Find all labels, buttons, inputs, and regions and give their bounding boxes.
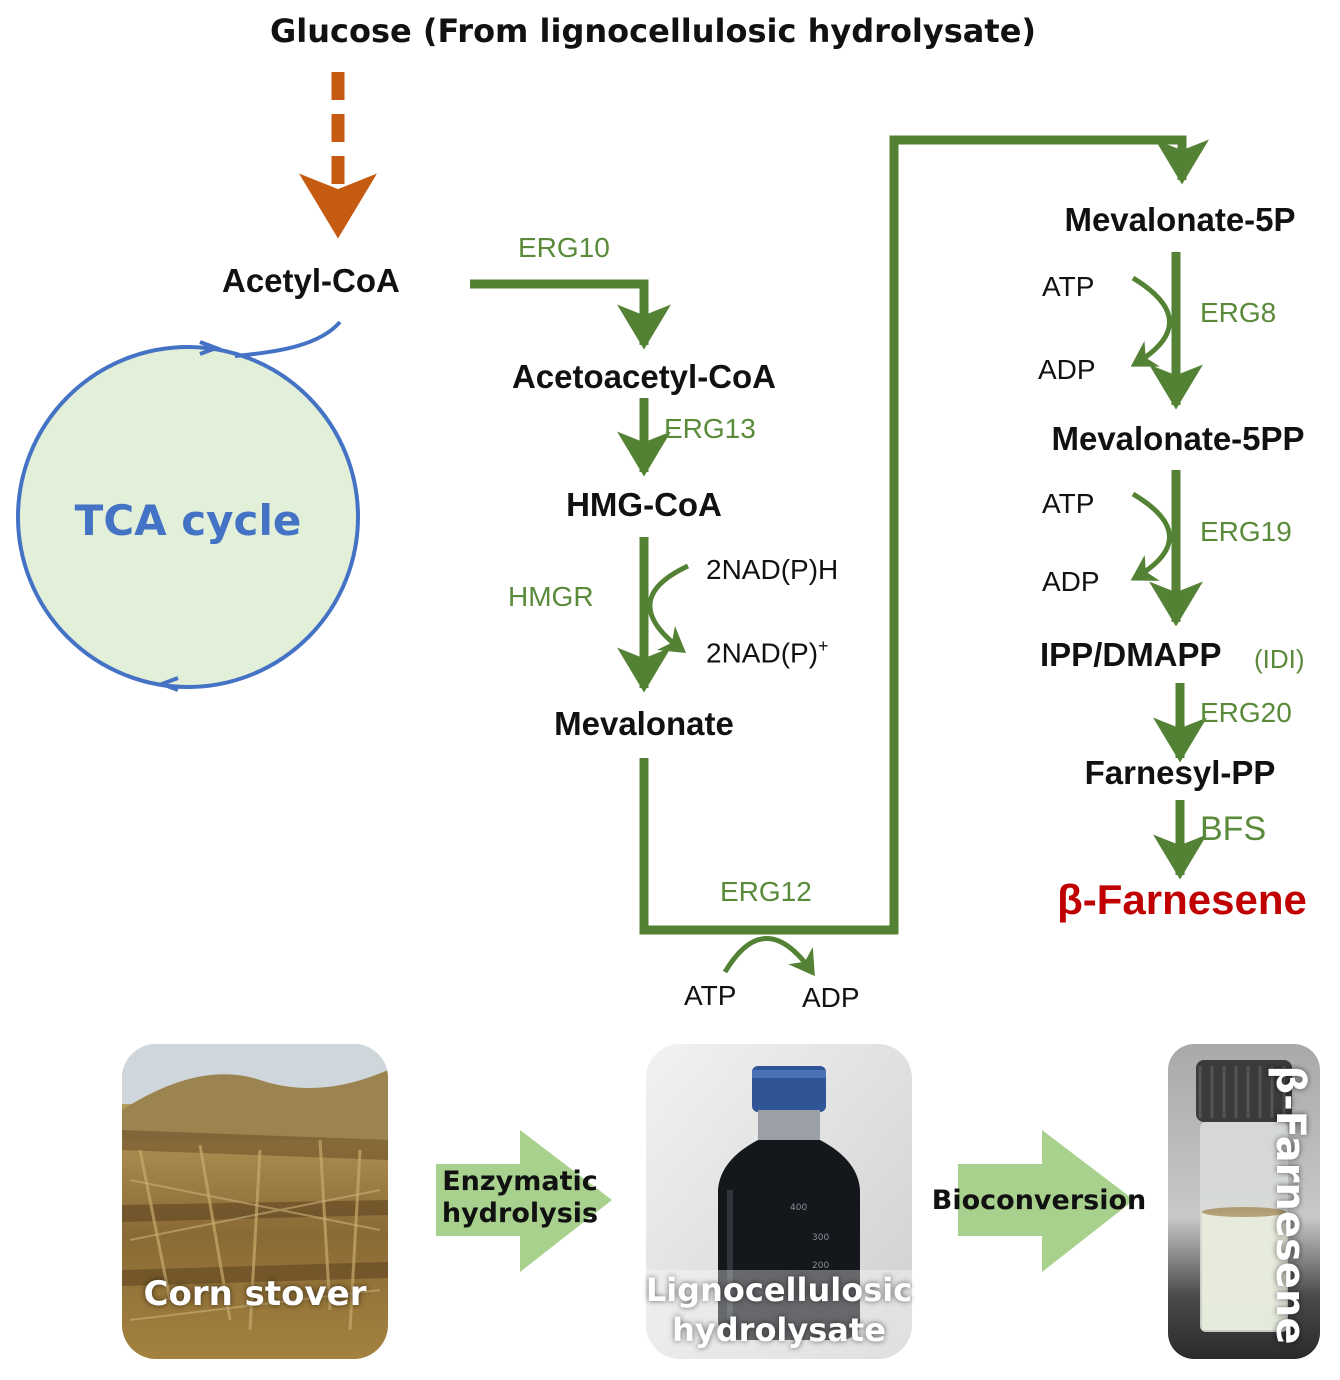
process-arrow-2 (958, 1130, 1134, 1272)
cofactor-atp-erg19: ATP (1042, 488, 1095, 519)
cofactor-adp-erg8: ADP (1038, 354, 1096, 385)
atp-curve-erg12 (722, 936, 815, 977)
svg-text:300: 300 (812, 1233, 829, 1243)
arrow-erg10 (470, 279, 671, 350)
arrow-erg12 (639, 135, 1209, 935)
cofactor-nadp-text: 2NAD(P) (706, 637, 819, 669)
product-beta-farnesene: β-Farnesene (1057, 876, 1307, 923)
enzyme-erg13: ERG13 (664, 413, 756, 444)
svg-text:200: 200 (812, 1261, 829, 1271)
tca-arrow-bottom (156, 676, 179, 692)
metabolite-acetyl-coa: Acetyl-CoA (222, 262, 400, 299)
caption-hydrolysate: Lignocellulosic hydrolysate (632, 1270, 926, 1350)
cofactor-nadp: 2NAD(P)+ (706, 636, 829, 669)
cofactor-atp-erg12: ATP (684, 980, 737, 1011)
enzyme-erg20: ERG20 (1200, 697, 1292, 728)
cofactor-adp-erg19: ADP (1042, 566, 1100, 597)
metabolite-ipp-dmapp: IPP/DMAPP (1040, 636, 1222, 673)
nadph-curve (647, 563, 690, 653)
metabolite-hmg-coa: HMG-CoA (566, 486, 722, 523)
step-enzymatic-hydrolysis: Enzymatic hydrolysis (420, 1166, 620, 1230)
caption-farnesene-vial: β-Farnesene (1267, 1065, 1313, 1345)
enzyme-erg12: ERG12 (720, 876, 812, 907)
atp-curve-erg8 (1130, 275, 1172, 367)
metabolite-mevalonate-5pp: Mevalonate-5PP (1051, 420, 1305, 457)
caption-hydrolysate-line2: hydrolysate (672, 1311, 886, 1349)
svg-text:400: 400 (790, 1203, 807, 1213)
enzyme-erg19: ERG19 (1200, 516, 1292, 547)
enzyme-bfs: BFS (1200, 810, 1267, 848)
caption-hydrolysate-line1: Lignocellulosic (645, 1271, 913, 1309)
step-bioconversion: Bioconversion (931, 1185, 1147, 1216)
enzyme-hmgr: HMGR (508, 581, 594, 612)
cofactor-adp-erg12: ADP (802, 982, 860, 1013)
step-enzymatic-line1: Enzymatic (442, 1166, 598, 1197)
metabolite-farnesyl-pp: Farnesyl-PP (1084, 754, 1276, 791)
metabolite-mevalonate-5p: Mevalonate-5P (1064, 201, 1296, 238)
enzyme-erg8: ERG8 (1200, 297, 1277, 328)
enzyme-idi: (IDI) (1254, 644, 1305, 674)
cofactor-nadp-charge: + (818, 636, 829, 656)
tca-arrow-top (199, 340, 222, 356)
cofactor-nadph: 2NAD(P)H (706, 554, 839, 585)
step-enzymatic-line2: hydrolysis (441, 1198, 599, 1229)
tca-cycle-circle (16, 345, 360, 689)
corn-stover-photo (122, 1044, 388, 1359)
metabolite-mevalonate: Mevalonate (554, 705, 734, 742)
farnesene-vial-photo (1168, 1044, 1320, 1359)
cofactor-atp-erg8: ATP (1042, 271, 1095, 302)
tca-entry-curve (234, 320, 342, 358)
tca-cycle-label: TCA cycle (74, 496, 302, 545)
enzyme-erg10: ERG10 (518, 232, 610, 263)
metabolite-acetoacetyl-coa: Acetoacetyl-CoA (511, 358, 777, 395)
process-arrow-1 (436, 1130, 612, 1272)
hydrolysate-photo: 400 300 200 (646, 1044, 912, 1359)
atp-curve-erg19 (1130, 491, 1172, 581)
page-title: Glucose (From lignocellulosic hydrolysat… (269, 12, 1037, 50)
caption-corn-stover: Corn stover (143, 1274, 367, 1314)
